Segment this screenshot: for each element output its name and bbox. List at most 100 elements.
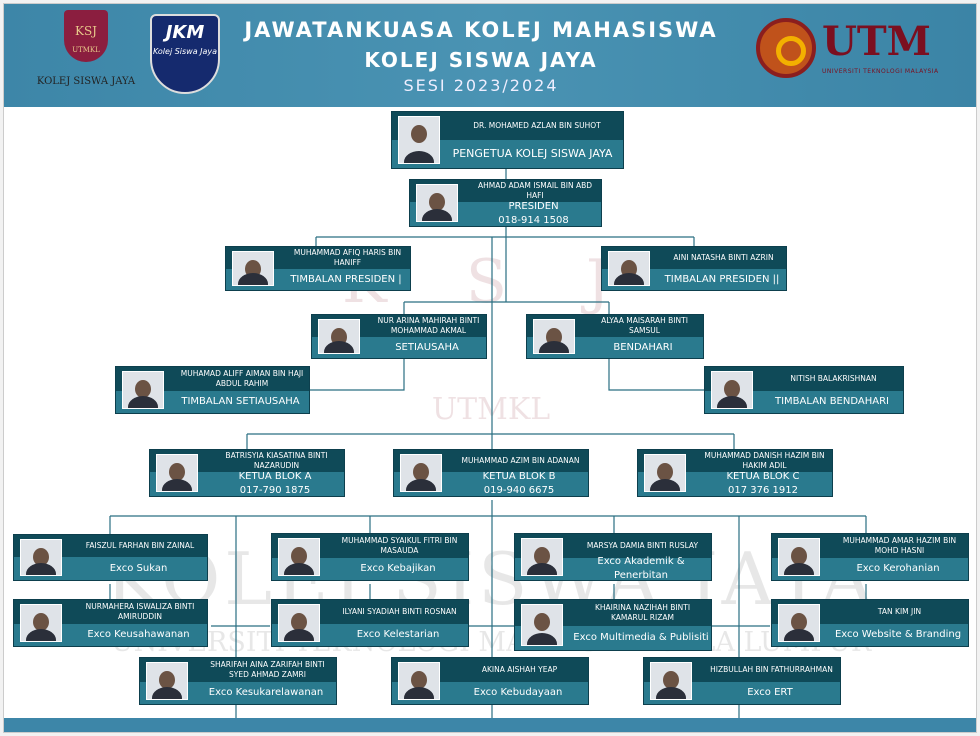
member-card: BATRISYIA KIASATINA BINTI NAZARUDIN KETU…: [149, 449, 345, 497]
member-card: MUHAMMAD DANISH HAZIM BIN HAKIM ADIL KET…: [637, 449, 833, 497]
member-details: KETUA BLOK B 019-940 6675: [394, 471, 588, 496]
member-name: FAISZUL FARHAN BIN ZAINAL: [14, 535, 207, 557]
member-role: Exco Akademik & Penerbitan: [597, 556, 685, 581]
member-photo: [644, 454, 686, 492]
member-details: Exco Kelestarian: [272, 624, 468, 646]
member-card: AHMAD ADAM ISMAIL BIN ABD HAFI PRESIDEN …: [409, 179, 602, 227]
member-role: Exco Kebudayaan: [473, 687, 563, 698]
jkm-logo-sub: Kolej Siswa Jaya: [152, 47, 218, 56]
member-details: TIMBALAN PRESIDEN ||: [602, 269, 786, 290]
member-card: HIZBULLAH BIN FATHURRAHMAN Exco ERT: [643, 657, 841, 705]
member-details: Exco Akademik & Penerbitan: [515, 556, 711, 581]
member-card: MUHAMMAD AZIM BIN ADANAN KETUA BLOK B 01…: [393, 449, 589, 497]
ksj-logo-name: KOLEJ SISWA JAYA: [36, 76, 136, 87]
member-card: ALYAA MAISARAH BINTI SAMSUL BENDAHARI: [526, 314, 704, 359]
ksj-emblem-text: KSJ: [75, 24, 97, 38]
member-photo: [318, 319, 360, 354]
member-details: PRESIDEN 018-914 1508: [410, 201, 601, 226]
member-photo: [146, 662, 188, 700]
member-photo: [650, 662, 692, 700]
member-phone: 017 376 1912: [728, 485, 798, 496]
member-details: SETIAUSAHA: [312, 337, 486, 358]
member-role: KETUA BLOK B: [482, 471, 556, 482]
session-label: SESI 2023/2024: [403, 76, 559, 95]
member-card: SHARIFAH AINA ZARIFAH BINTI SYED AHMAD Z…: [139, 657, 337, 705]
member-photo: [20, 604, 62, 642]
member-photo: [521, 538, 563, 576]
member-phone: 018-914 1508: [498, 215, 569, 226]
member-card: TAN KIM JIN Exco Website & Branding: [771, 599, 969, 647]
member-role: KETUA BLOK C: [726, 471, 800, 482]
member-photo: [20, 539, 62, 576]
member-role: Exco Multimedia & Publisiti: [573, 632, 709, 643]
member-photo: [521, 604, 563, 646]
member-photo: [400, 454, 442, 492]
utm-logo-sub: UNIVERSITI TEKNOLOGI MALAYSIA: [822, 68, 939, 75]
member-card: MUHAMAD ALIFF AIMAN BIN HAJI ABDUL RAHIM…: [115, 366, 310, 414]
member-card: NITISH BALAKRISHNAN TIMBALAN BENDAHARI: [704, 366, 904, 414]
member-role: Exco Website & Branding: [834, 629, 962, 640]
member-role: TIMBALAN PRESIDEN ||: [664, 273, 780, 285]
member-role: SETIAUSAHA: [395, 341, 459, 353]
title-line-2: KOLEJ SISWA JAYA: [364, 48, 598, 72]
member-role: TIMBALAN SETIAUSAHA: [181, 396, 300, 407]
member-details: Exco Website & Branding: [772, 624, 968, 646]
jkm-logo-title: JKM: [165, 22, 205, 43]
member-details: Exco Kerohanian: [772, 558, 968, 580]
member-phone: 017-790 1875: [239, 485, 311, 496]
member-role: Exco Kebajikan: [360, 563, 436, 574]
member-card: DR. MOHAMED AZLAN BIN SUHOT PENGETUA KOL…: [391, 111, 624, 169]
member-name: MUHAMMAD DANISH HAZIM BIN HAKIM ADIL: [638, 450, 832, 472]
header-banner: KSJ UTMKL KOLEJ SISWA JAYA JKM Kolej Sisw…: [4, 4, 976, 107]
member-card: NUR ARINA MAHIRAH BINTI MOHAMMAD AKMAL S…: [311, 314, 487, 359]
member-card: ILYANI SYADIAH BINTI ROSNAN Exco Kelesta…: [271, 599, 469, 647]
member-role: Exco Keusahawanan: [87, 629, 190, 640]
ksj-logo: KSJ UTMKL KOLEJ SISWA JAYA: [36, 10, 136, 98]
member-details: Exco Kebajikan: [272, 558, 468, 580]
member-photo: [778, 538, 820, 576]
member-name: MUHAMMAD AZIM BIN ADANAN: [394, 450, 588, 472]
member-role: KETUA BLOK A: [238, 471, 312, 482]
member-card: FAISZUL FARHAN BIN ZAINAL Exco Sukan: [13, 534, 208, 581]
member-photo: [122, 371, 164, 409]
member-details: Exco ERT: [644, 682, 840, 704]
footer-bar: [4, 718, 976, 732]
member-photo: [156, 454, 198, 492]
connector-lines: [109, 169, 867, 724]
member-photo: [711, 371, 753, 409]
member-card: MUHAMMAD SYAIKUL FITRI BIN MASAUDA Exco …: [271, 533, 469, 581]
member-details: TIMBALAN BENDAHARI: [705, 391, 903, 413]
member-role: TIMBALAN PRESIDEN |: [290, 273, 402, 285]
member-role: Exco Sukan: [109, 562, 168, 574]
ksj-emblem-sub: UTMKL: [72, 46, 100, 54]
member-details: KETUA BLOK A 017-790 1875: [150, 471, 344, 496]
member-details: KETUA BLOK C 017 376 1912: [638, 471, 832, 496]
member-role: Exco Kesukarelawanan: [208, 687, 324, 698]
member-phone: 019-940 6675: [483, 485, 555, 496]
member-card: AINI NATASHA BINTI AZRIN TIMBALAN PRESID…: [601, 246, 787, 291]
member-card: MUHAMMAD AFIQ HARIS BIN HANIFF TIMBALAN …: [225, 246, 411, 291]
member-photo: [608, 251, 650, 286]
member-photo: [232, 251, 274, 286]
member-details: PENGETUA KOLEJ SISWA JAYA: [392, 140, 623, 168]
member-role: PRESIDEN: [508, 201, 559, 212]
member-details: TIMBALAN PRESIDEN |: [226, 269, 410, 290]
member-details: Exco Kesukarelawanan: [140, 682, 336, 704]
member-role: TIMBALAN BENDAHARI: [775, 396, 889, 407]
member-details: Exco Kebudayaan: [392, 682, 588, 704]
utm-logo-text: UTM: [822, 18, 931, 65]
member-role: Exco Kelestarian: [356, 629, 440, 640]
member-photo: [533, 319, 575, 354]
member-card: MUHAMMAD AMAR HAZIM BIN MOHD HASNI Exco …: [771, 533, 969, 581]
member-photo: [778, 604, 820, 642]
member-details: BENDAHARI: [527, 337, 703, 358]
member-photo: [278, 604, 320, 642]
member-card: MARSYA DAMIA BINTI RUSLAY Exco Akademik …: [514, 533, 712, 581]
member-photo: [416, 184, 458, 222]
member-details: TIMBALAN SETIAUSAHA: [116, 391, 309, 413]
utm-seal-icon: [756, 18, 816, 78]
member-role: PENGETUA KOLEJ SISWA JAYA: [452, 147, 613, 160]
title-line-1: JAWATANKUASA KOLEJ MAHASISWA: [244, 18, 718, 42]
org-chart-page: KSJ UTMKL KOLEJ SISWA JAYA JKM Kolej Sisw…: [3, 3, 977, 733]
member-photo: [278, 538, 320, 576]
